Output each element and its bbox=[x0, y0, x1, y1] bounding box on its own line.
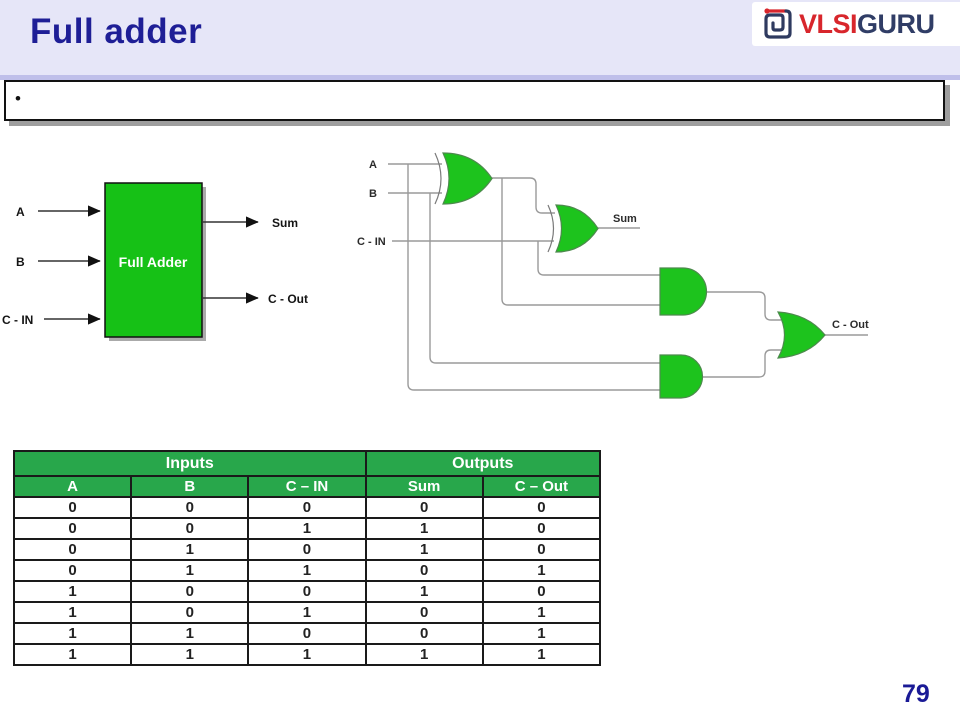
truth-table-column-header: Sum bbox=[364, 475, 484, 498]
truth-table-cell: 1 bbox=[247, 643, 367, 666]
truth-table-cell: 1 bbox=[130, 643, 250, 666]
circuit-b-label: B bbox=[369, 188, 377, 200]
truth-table-cell: 0 bbox=[130, 580, 250, 603]
truth-table-cell: 1 bbox=[364, 517, 484, 540]
truth-table-cell: 0 bbox=[12, 538, 133, 561]
truth-table-column-header: A bbox=[12, 475, 133, 498]
truth-table-cell: 0 bbox=[247, 496, 367, 519]
input-b-label: B bbox=[16, 255, 25, 269]
truth-table-cell: 1 bbox=[12, 643, 133, 666]
truth-table-cell: 1 bbox=[130, 622, 250, 645]
full-adder-block bbox=[104, 182, 203, 338]
truth-table-cell: 1 bbox=[130, 538, 250, 561]
truth-table-cell: 1 bbox=[247, 517, 367, 540]
truth-table-cell: 1 bbox=[247, 559, 367, 582]
truth-table-cell: 0 bbox=[364, 622, 484, 645]
truth-table-cell: 1 bbox=[130, 559, 250, 582]
full-adder-gate-circuit: A B C - IN Sum C - Out bbox=[357, 152, 869, 399]
wire-and1-to-or bbox=[706, 291, 781, 321]
page-number: 79 bbox=[902, 680, 930, 708]
input-cin-label: C - IN bbox=[2, 313, 33, 327]
wire-b-tap bbox=[429, 193, 660, 364]
truth-table-cell: 1 bbox=[481, 559, 602, 582]
truth-table-column-header: C – Out bbox=[481, 475, 602, 498]
truth-table-cell: 0 bbox=[364, 601, 484, 624]
circuit-cin-label: C - IN bbox=[357, 236, 386, 248]
brand-logo: VLSIGURU bbox=[752, 2, 960, 46]
truth-table-cell: 0 bbox=[130, 517, 250, 540]
truth-table-cell: 0 bbox=[481, 538, 602, 561]
or-gate bbox=[776, 311, 826, 359]
truth-table-cell: 0 bbox=[481, 496, 602, 519]
truth-table-cell: 0 bbox=[247, 580, 367, 603]
wire-xor1-to-xor2 bbox=[492, 177, 555, 214]
truth-table-cell: 1 bbox=[247, 601, 367, 624]
truth-table-cell: 1 bbox=[481, 601, 602, 624]
truth-table-cell: 1 bbox=[364, 538, 484, 561]
header-accent-strip bbox=[0, 75, 960, 80]
block-label: Full Adder bbox=[119, 254, 188, 270]
truth-table-cell: 0 bbox=[364, 496, 484, 519]
truth-table-cell: 1 bbox=[12, 580, 133, 603]
truth-table-cell: 0 bbox=[247, 622, 367, 645]
circuit-a-label: A bbox=[369, 159, 377, 171]
truth-table-column-header: C – IN bbox=[247, 475, 367, 498]
truth-table-cell: 0 bbox=[481, 517, 602, 540]
truth-table-cell: 0 bbox=[12, 559, 133, 582]
output-cout-label: C - Out bbox=[268, 292, 308, 306]
vlsi-spiral-icon bbox=[764, 8, 792, 39]
truth-table-group-header: Outputs bbox=[364, 450, 602, 477]
truth-table-cell: 1 bbox=[364, 580, 484, 603]
truth-table-cell: 1 bbox=[481, 643, 602, 666]
xor1-input-arc bbox=[434, 152, 442, 205]
truth-table-cell: 1 bbox=[12, 601, 133, 624]
and2-gate bbox=[659, 354, 704, 399]
bullet-content-box: • bbox=[4, 80, 945, 121]
truth-table-cell: 1 bbox=[364, 643, 484, 666]
truth-table-cell: 0 bbox=[12, 496, 133, 519]
truth-table-cell: 1 bbox=[12, 622, 133, 645]
circuit-sum-label: Sum bbox=[613, 213, 637, 225]
wire-cin-tap bbox=[537, 241, 660, 276]
bullet-marker: • bbox=[15, 89, 21, 108]
truth-table-cell: 0 bbox=[130, 601, 250, 624]
truth-table-cell: 1 bbox=[481, 622, 602, 645]
wire-a-tap bbox=[407, 164, 660, 391]
xor2-input-arc bbox=[547, 204, 555, 253]
xor1-gate bbox=[442, 152, 493, 205]
truth-table-cell: 0 bbox=[12, 517, 133, 540]
output-sum-label: Sum bbox=[272, 216, 298, 230]
truth-table-cell: 0 bbox=[364, 559, 484, 582]
logo-text-vlsi: VLSI bbox=[799, 8, 858, 39]
wire-xor1-tap bbox=[501, 178, 660, 306]
page-title: Full adder bbox=[30, 12, 203, 51]
xor2-gate bbox=[555, 204, 599, 253]
input-a-label: A bbox=[16, 205, 25, 219]
truth-table-group-header: Inputs bbox=[13, 450, 367, 477]
full-adder-block-diagram: Full Adder A B C - IN Sum C - Out bbox=[2, 182, 308, 341]
logo-text-guru: GURU bbox=[857, 8, 935, 39]
truth-table-cell: 0 bbox=[247, 538, 367, 561]
wire-and2-to-or bbox=[703, 349, 781, 378]
truth-table-cell: 0 bbox=[481, 580, 602, 603]
truth-table-column-header: B bbox=[130, 475, 250, 498]
truth-table-cell: 0 bbox=[130, 496, 250, 519]
circuit-cout-label: C - Out bbox=[832, 319, 869, 331]
logo-wordmark: VLSIGURU bbox=[799, 9, 935, 40]
and1-gate bbox=[659, 267, 708, 316]
